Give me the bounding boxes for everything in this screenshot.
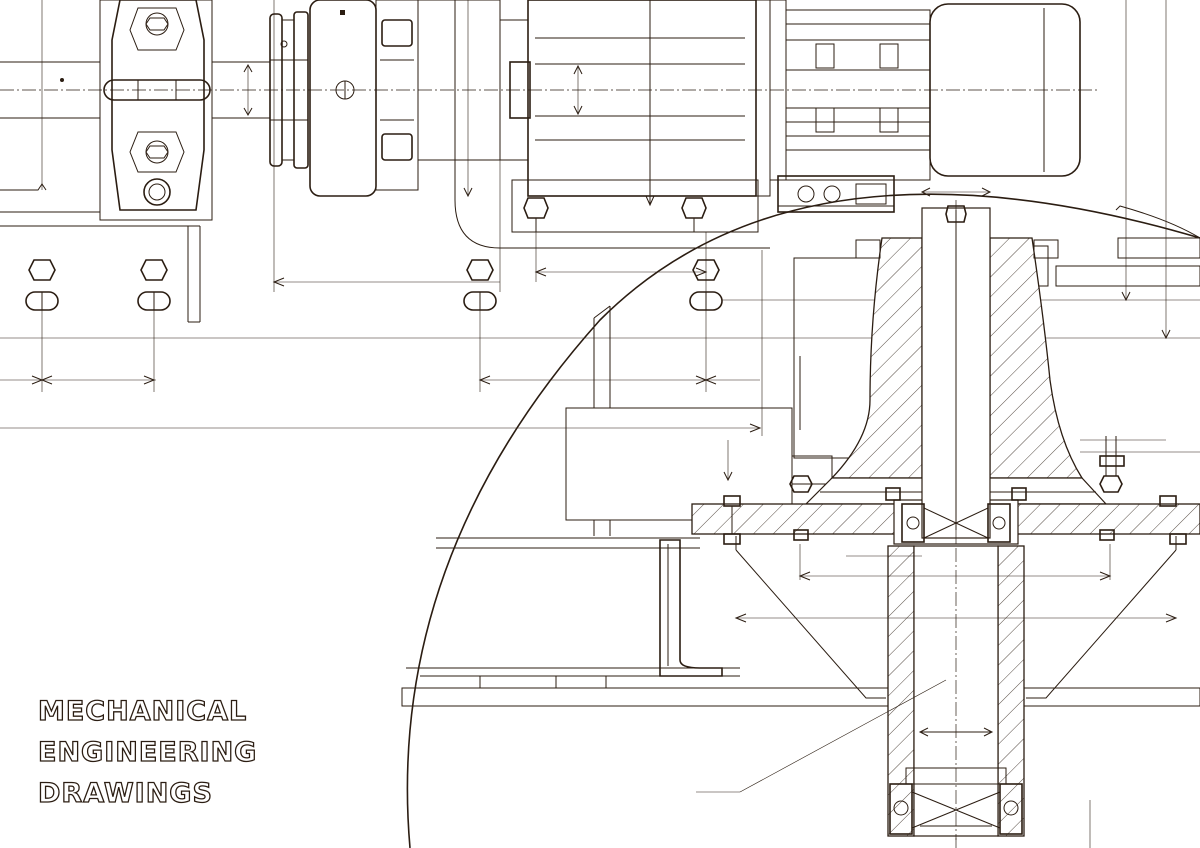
gear-coupling (375, 0, 419, 191)
detail-view-circle (406, 193, 1200, 848)
main-cross-section (691, 200, 1200, 848)
title-line-mechanical: MECHANICAL (37, 695, 248, 727)
top-shaft-assembly (0, 0, 1100, 323)
gearbox-housing (511, 0, 787, 233)
flange-bolts (723, 436, 1187, 545)
title-line-engineering: ENGINEERING (37, 736, 258, 768)
bearing-block (99, 0, 213, 323)
upper-bearing (901, 503, 1011, 543)
electric-motor (777, 3, 1081, 213)
housing-bolts (523, 197, 707, 232)
support-beam (401, 537, 1200, 707)
lower-bearing (889, 767, 1023, 835)
coupling-discs (269, 11, 309, 169)
terminal-box (777, 175, 895, 213)
title-line-drawings: DRAWINGS (37, 777, 213, 809)
